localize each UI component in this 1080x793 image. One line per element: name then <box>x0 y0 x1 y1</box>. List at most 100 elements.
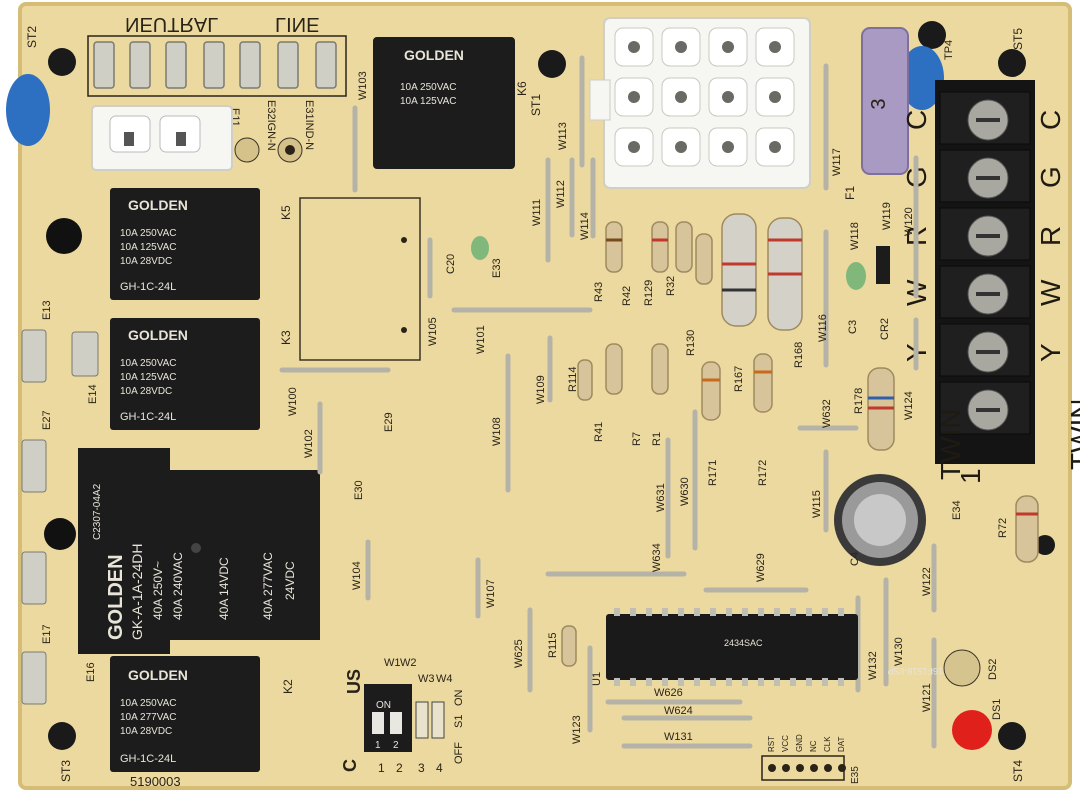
svg-text:W119: W119 <box>881 202 893 230</box>
connector-2pin <box>91 105 233 171</box>
svg-text:R178: R178 <box>853 388 865 414</box>
svg-text:10A 28VDC: 10A 28VDC <box>120 386 172 397</box>
svg-text:W626: W626 <box>654 687 683 699</box>
svg-text:3: 3 <box>418 761 425 775</box>
svg-text:NC: NC <box>809 740 818 752</box>
terminal-label-g: G <box>1035 166 1066 188</box>
svg-text:E34: E34 <box>951 500 963 520</box>
led-ds1 <box>952 710 992 750</box>
relay-k2: GOLDEN 10A 250VAC 10A 277VAC 10A 28VDC G… <box>110 656 295 772</box>
svg-text:E30: E30 <box>353 480 365 500</box>
silk-outline <box>299 197 421 361</box>
svg-text:W121: W121 <box>921 683 933 712</box>
svg-text:W103: W103 <box>357 71 369 100</box>
svg-text:W113: W113 <box>557 122 569 150</box>
svg-text:W109: W109 <box>535 375 547 404</box>
svg-text:GK-A-1A-24DH: GK-A-1A-24DH <box>129 544 145 640</box>
svg-text:GH-1C-24L: GH-1C-24L <box>120 753 176 765</box>
dip-switch-2[interactable] <box>390 712 402 734</box>
svg-text:GOLDEN: GOLDEN <box>128 327 188 343</box>
svg-text:GH-1C-24L: GH-1C-24L <box>120 281 176 293</box>
svg-text:R7: R7 <box>631 432 643 446</box>
svg-text:R115: R115 <box>547 633 559 658</box>
svg-text:W101: W101 <box>475 325 487 354</box>
standoff-label: ST4 <box>1011 760 1025 782</box>
svg-text:E16: E16 <box>85 662 97 682</box>
svg-text:W1: W1 <box>384 657 401 669</box>
resistor-labels: R43 R42 R129 R32 R130 R114 R41 R7 R1 R16… <box>547 276 1009 658</box>
svg-text:U1: U1 <box>591 672 603 686</box>
jumper-wires <box>279 55 937 749</box>
svg-text:R1: R1 <box>651 432 663 446</box>
svg-text:W104: W104 <box>351 561 363 590</box>
resistor-bands <box>606 238 1038 516</box>
svg-text:W131: W131 <box>664 731 693 743</box>
svg-text:GOLDEN: GOLDEN <box>404 47 464 63</box>
svg-text:R168: R168 <box>793 342 805 368</box>
svg-text:DS2: DS2 <box>987 659 999 680</box>
svg-text:C2307-04A2: C2307-04A2 <box>92 483 103 540</box>
svg-text:W108: W108 <box>491 417 503 446</box>
svg-text:C4: C4 <box>849 552 861 566</box>
part-number: 5190003 <box>130 774 181 789</box>
diode-cr2 <box>876 246 890 284</box>
svg-text:40A 14VDC: 40A 14VDC <box>217 557 231 620</box>
svg-text:ON: ON <box>453 689 465 706</box>
svg-text:E32IGN-N: E32IGN-N <box>265 100 277 151</box>
svg-text:R114: R114 <box>567 367 579 392</box>
svg-text:RST: RST <box>767 736 776 752</box>
svg-text:R43: R43 <box>593 282 605 302</box>
capacitor-c3 <box>846 262 866 290</box>
svg-text:W118: W118 <box>849 222 861 250</box>
led-ds2 <box>943 649 981 687</box>
terminal-side-c: C <box>901 110 932 130</box>
svg-text:K2: K2 <box>281 679 295 694</box>
svg-text:W105: W105 <box>427 317 439 346</box>
dip-switch-1[interactable] <box>372 712 384 734</box>
svg-text:US: US <box>344 669 364 694</box>
svg-text:R130: R130 <box>685 330 697 356</box>
svg-text:W122: W122 <box>921 567 933 596</box>
svg-text:2: 2 <box>396 761 403 775</box>
caps-labels: C20 E33 C3 CR2 E29 E30 TP4 <box>353 40 955 500</box>
svg-text:R172: R172 <box>757 460 769 486</box>
svg-text:R171: R171 <box>707 460 719 486</box>
svg-text:C: C <box>340 759 360 772</box>
relay-k3: GOLDEN 10A 250VAC 10A 125VAC 10A 28VDC G… <box>110 318 293 430</box>
neutral-label: NEUTRAL <box>125 13 218 35</box>
svg-text:C20: C20 <box>445 254 457 274</box>
standoff-label: ST3 <box>59 760 73 782</box>
svg-text:W624: W624 <box>664 705 693 717</box>
svg-text:1: 1 <box>375 740 381 751</box>
svg-text:W112: W112 <box>555 180 567 208</box>
svg-text:10A 250VAC: 10A 250VAC <box>120 228 177 239</box>
svg-text:TP4: TP4 <box>943 40 955 60</box>
svg-text:R41: R41 <box>593 422 605 442</box>
svg-text:10A 28VDC: 10A 28VDC <box>120 256 172 267</box>
side-spade-labels: E13 E14 E27 E17 E16 E34 <box>41 300 963 682</box>
svg-text:W3: W3 <box>418 673 435 685</box>
relay-k5: GOLDEN 10A 250VAC 10A 125VAC 10A 28VDC G… <box>110 188 293 300</box>
svg-text:GOLDEN: GOLDEN <box>128 667 188 683</box>
svg-text:W132: W132 <box>867 651 879 680</box>
jumper-labels: W103 W113 W111 W112 W114 W117 W118 W119 … <box>287 71 933 744</box>
terminal-label-w: W <box>1035 279 1066 306</box>
svg-text:W634: W634 <box>651 543 663 572</box>
svg-text:10A 125VAC: 10A 125VAC <box>120 372 177 383</box>
relay-k1: GOLDEN C2307-04A2 GK-A-1A-24DH 40A 250V~… <box>78 448 320 654</box>
svg-text:W2: W2 <box>400 657 417 669</box>
svg-text:10A 250VAC: 10A 250VAC <box>120 358 177 369</box>
svg-text:10A 277VAC: 10A 277VAC <box>120 712 177 723</box>
svg-text:E33: E33 <box>491 258 503 278</box>
svg-text:W625: W625 <box>513 639 525 668</box>
svg-text:GOLDEN: GOLDEN <box>128 197 188 213</box>
terminal-side-twin: TWIN <box>935 408 966 480</box>
svg-text:10A 250VAC: 10A 250VAC <box>120 698 177 709</box>
svg-text:10A 125VAC: 10A 125VAC <box>120 242 177 253</box>
svg-text:W630: W630 <box>679 477 691 506</box>
svg-text:W123: W123 <box>571 715 583 744</box>
svg-text:W4: W4 <box>436 673 453 685</box>
capacitor-blue-top <box>900 46 944 110</box>
terminal-label-r: R <box>1035 226 1066 246</box>
